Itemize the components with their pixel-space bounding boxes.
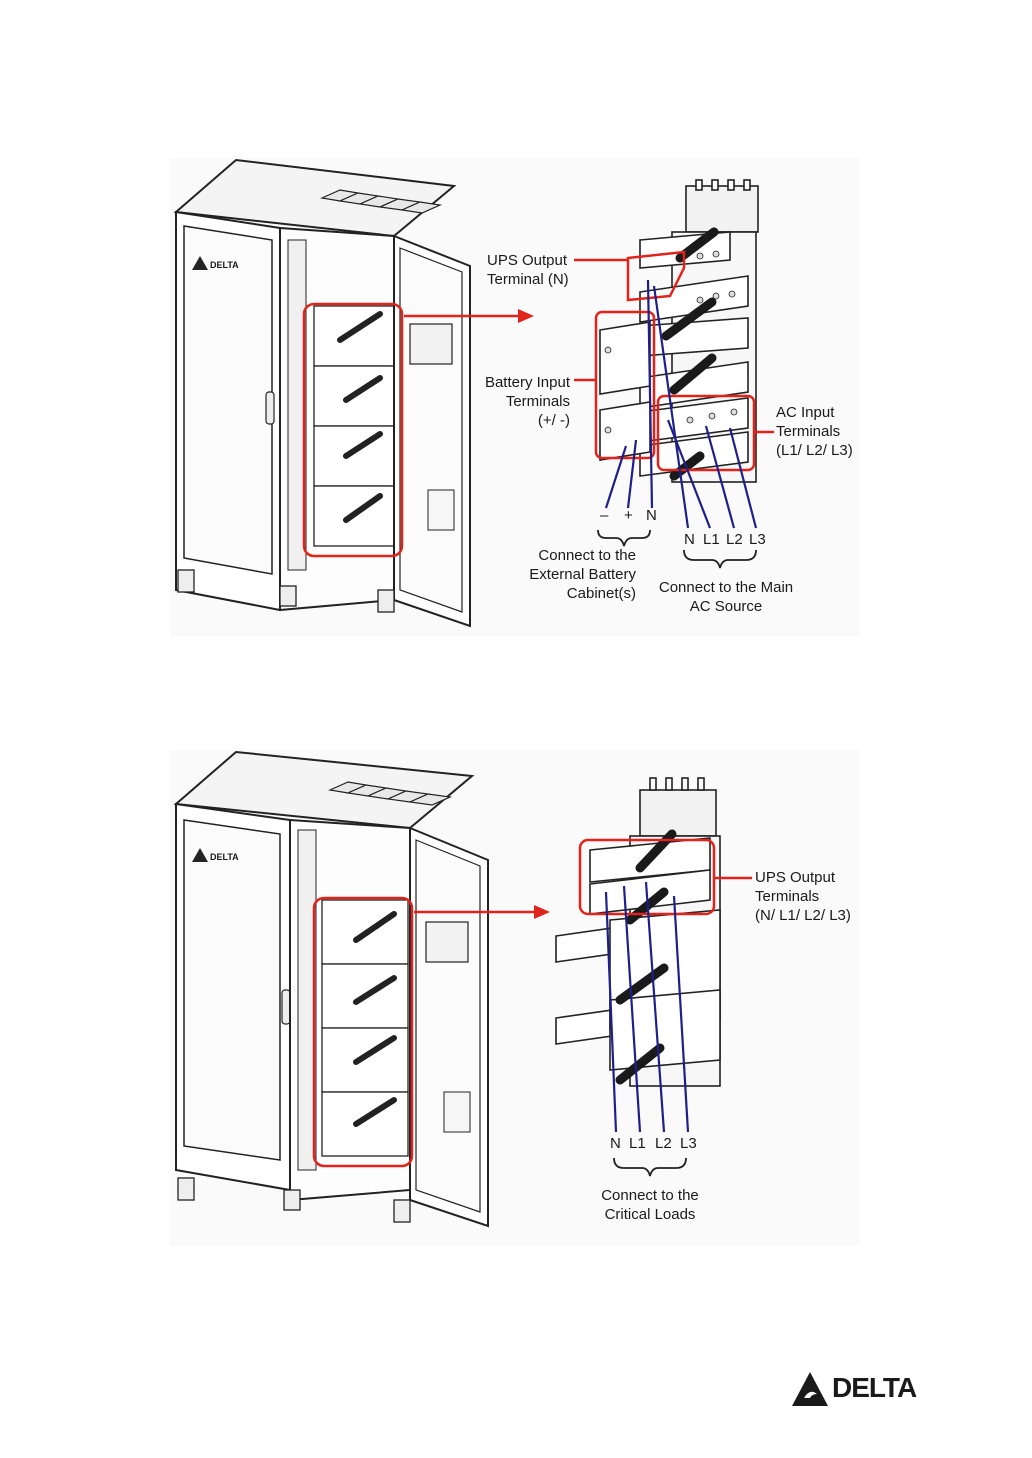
figure-2-drawing xyxy=(0,700,1032,1320)
delta-logo-icon xyxy=(790,1368,830,1410)
label-ups-output-terminal: UPS Output Terminal (N) xyxy=(487,251,569,289)
terminal-ac-l1: L1 xyxy=(703,530,720,549)
terminal-ac-l3: L3 xyxy=(749,530,766,549)
label-battery-input-terminals: Battery Input Terminals (+/ -) xyxy=(470,373,570,430)
cabinet-logo-text: DELTA xyxy=(210,848,239,867)
terminal-battery-minus: – xyxy=(600,506,608,525)
delta-logo-text: DELTA xyxy=(832,1372,916,1404)
figure-1-battery-ac-input-wiring: UPS Output Terminal (N) Battery Input Te… xyxy=(0,0,1032,700)
caption-main-ac-source: Connect to the Main AC Source xyxy=(646,578,806,616)
terminal-ac-n: N xyxy=(684,530,695,549)
terminal-output-l2: L2 xyxy=(655,1134,672,1153)
caption-external-battery: Connect to the External Battery Cabinet(… xyxy=(490,546,636,603)
caption-critical-loads: Connect to the Critical Loads xyxy=(580,1186,720,1224)
terminal-output-l3: L3 xyxy=(680,1134,697,1153)
figure-2-output-wiring: UPS Output Terminals (N/ L1/ L2/ L3) N L… xyxy=(0,700,1032,1320)
terminal-battery-plus: + xyxy=(624,506,633,525)
cabinet-logo-text: DELTA xyxy=(210,256,239,275)
terminal-battery-n: N xyxy=(646,506,657,525)
terminal-output-n: N xyxy=(610,1134,621,1153)
label-ups-output-terminals: UPS Output Terminals (N/ L1/ L2/ L3) xyxy=(755,868,851,925)
terminal-output-l1: L1 xyxy=(629,1134,646,1153)
label-ac-input-terminals: AC Input Terminals (L1/ L2/ L3) xyxy=(776,403,853,460)
delta-logo: DELTA xyxy=(790,1368,925,1410)
terminal-ac-l2: L2 xyxy=(726,530,743,549)
